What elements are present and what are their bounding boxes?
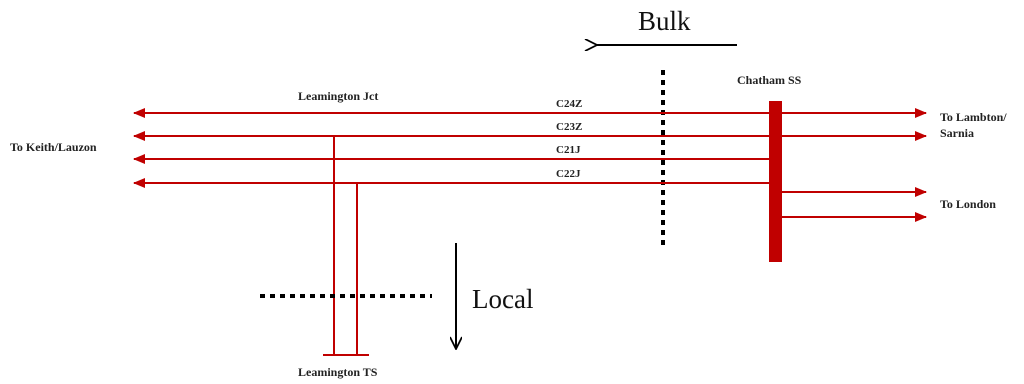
london-label: To London: [940, 197, 996, 211]
bulk-label: Bulk: [638, 6, 691, 36]
line-label-c23z: C23Z: [556, 121, 582, 133]
lambton-label-line2: Sarnia: [940, 126, 974, 140]
line-label-c22j: C22J: [556, 168, 581, 180]
chatham-bus: [769, 101, 782, 262]
keith-lauzon-label: To Keith/Lauzon: [10, 140, 97, 154]
chatham-label: Chatham SS: [737, 73, 802, 87]
local-label: Local: [472, 284, 533, 314]
lambton-label-line1: To Lambton/: [940, 110, 1007, 124]
leamington-jct-label: Leamington Jct: [298, 89, 378, 103]
leamington-ts-label: Leamington TS: [298, 365, 378, 379]
line-label-c21j: C21J: [556, 144, 581, 156]
line-label-c24z: C24Z: [556, 98, 582, 110]
